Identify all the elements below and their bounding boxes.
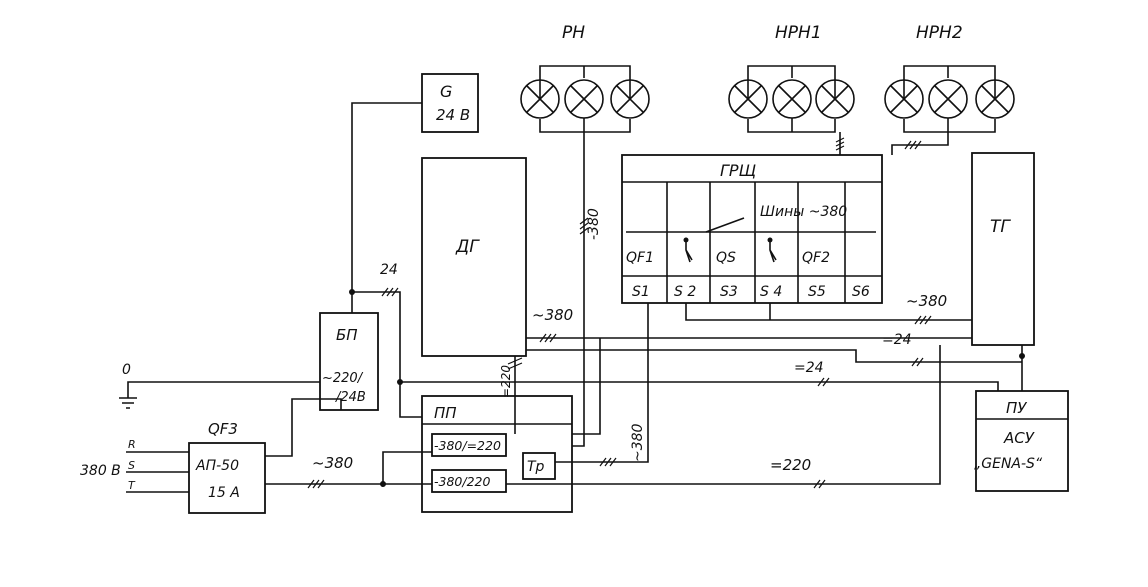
control-panel-pu: ПУ АСУ „GENA-S“ [974,390,1069,492]
grsh-section-s1: S1 [632,284,650,300]
power-supply-bp-ratio-top: ~220/ [322,371,364,386]
qs-switch-contact [705,217,745,233]
grsh-qf2-label: QF2 [802,250,830,266]
breaker-qf3-label: QF3 [208,420,238,438]
lamp-icon [610,79,650,119]
wire-label-dg-out: ~380 [532,306,573,324]
grsh-section-s2: S 2 [674,284,696,300]
lamp-icon [564,79,604,119]
control-panel-pu-label: ПУ [1006,399,1027,417]
asu-label: АСУ [1003,429,1035,447]
wire-label-tg-dc: =24 [882,332,912,348]
supply-input: 380 В R S T [80,438,189,493]
ground-icon: 0 [119,362,320,409]
wire-label-ac-in: ~380 [312,454,353,472]
supply-voltage-label: 380 В [80,463,121,479]
grsh-section-s5: S5 [808,284,826,300]
lamp-icon [975,79,1015,119]
asu-system-name: „GENA-S“ [974,456,1043,472]
pp-converter-2: -380/220 [434,474,490,489]
lamp-group-rn-label: РН [562,23,585,43]
qf1-switch-contact [685,240,693,263]
pp-transformer: Тр [527,459,545,475]
phase-r-label: R [128,438,136,451]
breaker-qf3-type: АП-50 [195,458,239,474]
qf2-switch-contact [769,240,777,263]
distribution-panel-pp: ПП -380/=220 -380/220 Тр [421,395,573,513]
wire-label-pp-out: ~380 [630,423,646,462]
grsh-section-s6: S6 [852,284,870,300]
wire-label-24: 24 [380,262,398,278]
lamp-group-nrn2-label: НРН2 [916,23,963,43]
power-supply-bp-ratio-bottom: /24В [335,390,366,405]
main-switchboard-grsh: ГРЩ Шины ~380 QF1 QS QF2 S1 S 2 S3 S 4 S… [621,154,883,304]
lamp-group-nrn1-label: НРН1 [775,23,822,43]
lamp-icon [520,79,560,119]
wire-label-dg-dc: =220 [499,365,513,398]
grsh-busbars-label: Шины ~380 [760,204,847,220]
diesel-generator-block: ДГ [421,157,527,357]
lamp-group-nrn1: НРН1 [728,23,855,133]
turbogenerator-block: ТГ [971,152,1035,346]
ground-label: 0 [122,362,131,378]
lamp-icon [815,79,855,119]
lamp-icon [728,79,768,119]
distribution-panel-pp-label: ПП [434,404,457,422]
lamp-group-nrn2: НРН2 [884,23,1015,133]
power-supply-bp: БП ~220/ /24В [319,312,379,411]
battery-g-block: G 24 В [421,73,479,133]
wiring: 24 ~380 =220 ~380 -380 ~380 [265,102,1025,489]
wire-label-rn-feed: -380 [586,208,602,240]
breaker-qf3-current: 15 А [208,485,240,501]
battery-g-name: G [440,82,452,101]
turbogenerator-label: ТГ [990,217,1011,237]
grsh-qf1-label: QF1 [626,250,654,266]
grsh-qs-label: QS [716,250,736,266]
wire-label-bus-dc: =24 [794,360,824,376]
breaker-qf3: QF3 АП-50 15 А [188,420,266,514]
grsh-section-s3: S3 [720,284,738,300]
lamp-icon [884,79,924,119]
wire-label-dc220: =220 [770,456,811,474]
power-supply-bp-label: БП [336,326,358,344]
battery-g-voltage: 24 В [436,106,470,124]
pp-converter-1: -380/=220 [434,438,501,453]
phase-s-label: S [128,459,135,472]
diesel-generator-label: ДГ [455,237,480,257]
wire-label-tg-ac: ~380 [906,292,947,310]
lamp-icon [772,79,812,119]
phase-t-label: T [128,479,136,492]
lamp-icon [928,79,968,119]
lamp-group-rn: РН [520,23,650,133]
grsh-title: ГРЩ [720,161,756,180]
grsh-section-s4: S 4 [760,284,782,300]
